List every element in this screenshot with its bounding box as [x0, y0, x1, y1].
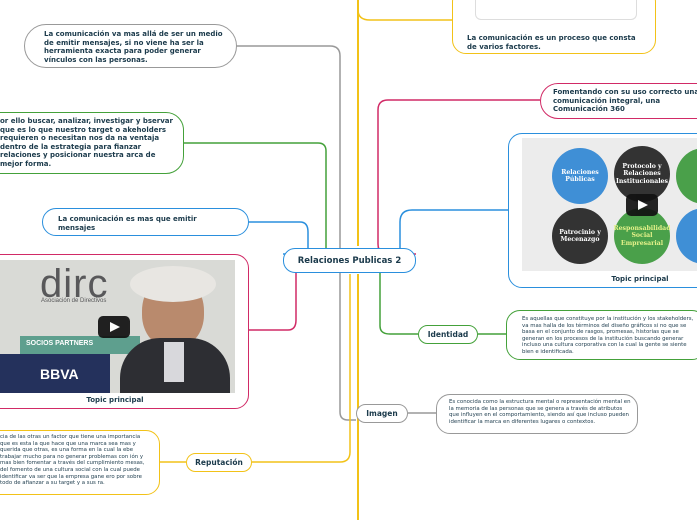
left-second-topic-text: or ello buscar, analizar, investigar y b… — [0, 117, 175, 169]
top-right-note-text: La comunicación es un proceso que consta… — [467, 34, 647, 51]
right-video-caption: Topic principal — [590, 275, 690, 283]
left-top-topic-text: La comunicación va mas allá de ser un me… — [44, 30, 224, 64]
identidad-desc-text: Es aquellas que constituye por la instit… — [522, 316, 694, 356]
circle-go: Go — [676, 148, 697, 204]
association-subtitle: Asociación de Directivos — [41, 298, 106, 304]
reputacion-topic[interactable]: Reputación — [186, 453, 252, 472]
left-third-topic-text: La comunicación es mas que emitir mensaj… — [58, 215, 228, 232]
circle-patrocinio: Patrocinio y Mecenazgo — [552, 208, 608, 264]
left-video-thumbnail[interactable]: dirc Asociación de Directivos SOCIOS PAR… — [0, 260, 235, 393]
imagen-topic[interactable]: Imagen — [356, 404, 408, 423]
circle-responsabilidad: Responsabilidad Social Empresarial — [614, 208, 670, 264]
right-video-play-icon[interactable] — [626, 194, 658, 216]
central-topic[interactable]: Relaciones Publicas 2 — [283, 248, 416, 273]
circle-extra — [676, 208, 697, 264]
identidad-topic[interactable]: Identidad — [418, 325, 478, 344]
right-video-thumbnail[interactable]: Relaciones Públicas Protocolo y Relacion… — [522, 138, 697, 271]
sponsor-text: BBVA — [40, 366, 79, 382]
speaker-figure — [120, 262, 230, 393]
left-video-caption: Topic principal — [60, 396, 170, 404]
partners-banner-text: SOCIOS PARTNERS — [26, 340, 93, 347]
top-right-note-inner — [475, 0, 637, 20]
fomentando-text: Fomentando con su uso correcto una comun… — [553, 88, 697, 114]
circle-relaciones-publicas: Relaciones Públicas — [552, 148, 608, 204]
left-video-play-icon[interactable] — [98, 316, 130, 338]
reputacion-desc-text: cia de las otras un factor que tiene una… — [0, 434, 150, 487]
imagen-desc-text: Es conocida como la estructura mental o … — [449, 399, 631, 425]
